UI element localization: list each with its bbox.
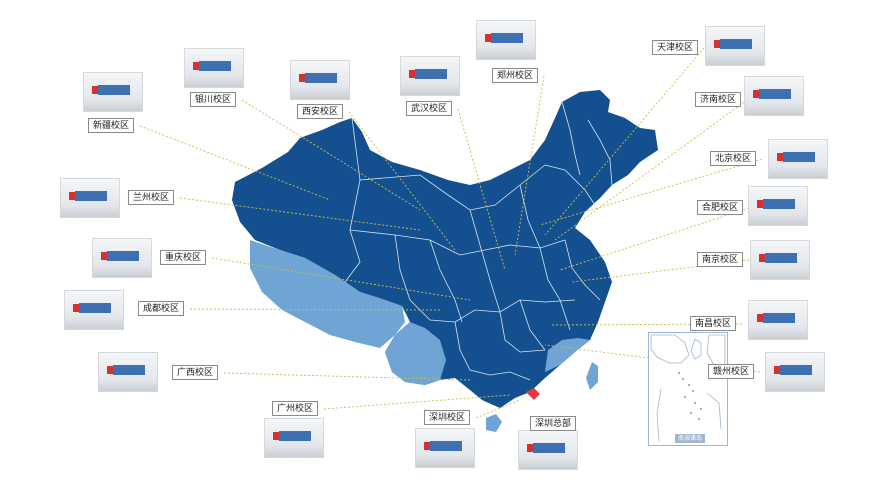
campus-label[interactable]: 广西校区 [172,365,219,380]
campus-leader-line [348,111,456,251]
campus-label[interactable]: 西安校区 [297,104,344,119]
campus-leader-line [559,207,750,271]
campus-label[interactable]: 新疆校区 [88,118,135,133]
inset-caption: 南海诸岛 [675,434,706,443]
campus-photo [476,20,536,60]
campus-label[interactable]: 天津校区 [652,40,699,55]
campus-leader-line [223,372,471,381]
campus-photo [768,139,828,179]
campus-leader-line [179,197,421,231]
campus-label[interactable]: 成都校区 [138,301,185,316]
campus-photo [83,72,143,112]
campus-photo [184,48,244,88]
campus-label[interactable]: 南昌校区 [690,316,737,331]
campus-photo [415,428,475,468]
campus-label[interactable]: 赣州校区 [708,364,755,379]
campus-leader-line [539,158,763,226]
campus-label[interactable]: 银川校区 [190,92,237,107]
campus-photo [290,60,350,100]
shenzhen-highlight [526,388,540,400]
province-borders [344,101,613,381]
campus-leader-line [211,257,471,301]
campus-leader-line [323,394,511,410]
campus-photo [64,290,124,330]
campus-photo [748,186,808,226]
taiwan-island [586,362,598,390]
china-mainland [232,90,658,408]
campus-label[interactable]: 武汉校区 [406,101,453,116]
headquarters-photo [518,430,578,470]
headquarters-label[interactable]: 深圳总部 [530,416,577,431]
campus-label[interactable]: 重庆校区 [160,250,207,265]
campus-leader-line [189,308,441,311]
campus-leader-line [241,99,421,211]
campus-leader-line [544,47,705,236]
hainan-island [486,414,502,432]
campus-photo [744,76,804,116]
campus-photo [750,240,810,280]
campus-photo [748,300,808,340]
campus-label[interactable]: 兰州校区 [128,190,175,205]
campus-leader-line [139,125,331,201]
campus-label[interactable]: 南京校区 [697,252,744,267]
campus-photo [92,238,152,278]
tibet-region [250,240,405,348]
south-china-sea-inset [648,332,728,446]
campus-label[interactable]: 北京校区 [710,151,757,166]
campus-label[interactable]: 广州校区 [272,401,319,416]
campus-label[interactable]: 深圳校区 [424,410,471,425]
campus-photo [264,418,324,458]
inset-map [650,334,726,442]
campus-photo [98,352,158,392]
campus-label[interactable]: 济南校区 [695,92,742,107]
campus-label[interactable]: 合肥校区 [697,200,744,215]
campus-photo [705,26,765,66]
yunnan-region [385,322,446,385]
campus-label[interactable]: 郑州校区 [492,68,539,83]
campus-photo [60,178,120,218]
campus-photo [400,56,460,96]
campus-photo [765,352,825,392]
